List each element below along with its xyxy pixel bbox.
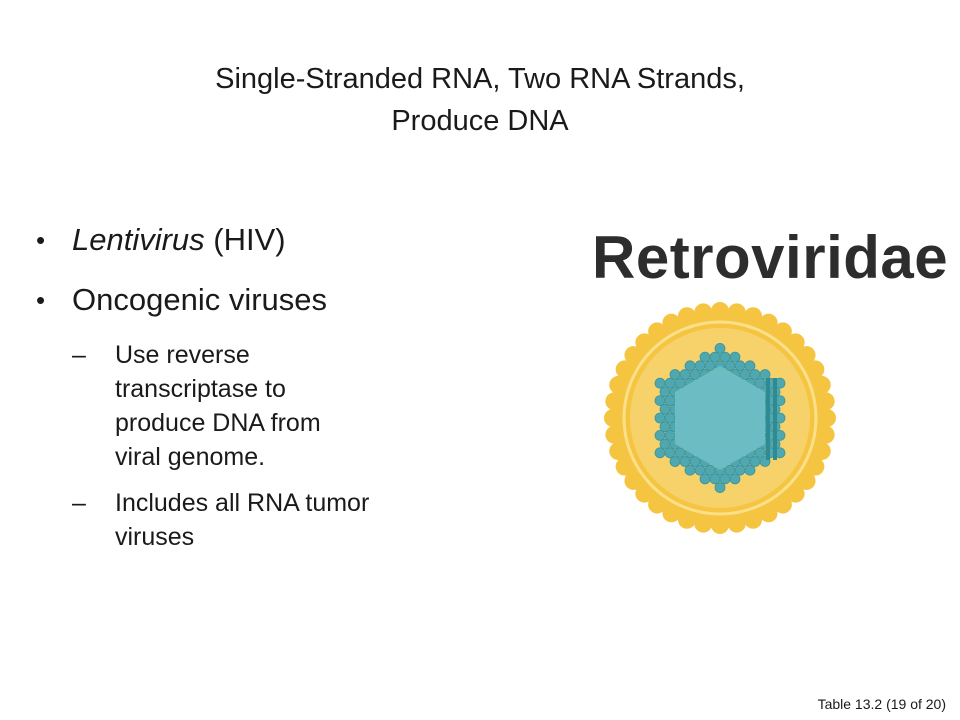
capsid-subunit [664, 395, 676, 406]
capsid-subunit [729, 473, 741, 485]
capsid-subunit [754, 447, 766, 459]
subbullet-line: viruses [115, 523, 195, 551]
envelope-ring [622, 320, 818, 516]
genome-strand-1 [766, 378, 770, 460]
subbullet-rna-tumor: – Includes all RNA tumor viruses [36, 486, 496, 554]
capsid-subunit [669, 369, 681, 380]
bullet-list: • Lentivirus (HIV) • Oncogenic viruses –… [36, 218, 496, 566]
capsid-subunit [664, 412, 676, 424]
capsid-subunit [744, 464, 756, 476]
capsid-subunit [684, 464, 696, 476]
genus-name: Lentivirus [72, 222, 205, 257]
subbullet-line: produce DNA from [115, 409, 321, 437]
capsid-subunit [654, 429, 666, 441]
capsid-subunit [664, 377, 676, 389]
family-label: Retroviridae [592, 224, 949, 291]
title-line-1: Single-Stranded RNA, Two RNA Strands, [215, 63, 745, 95]
capsid-subunit [689, 456, 701, 467]
capsid-subunit [739, 369, 751, 380]
capsid-subunit [699, 473, 711, 485]
bullet-dot: • [36, 225, 46, 255]
capsid-subunit [739, 456, 751, 467]
capsid-subunit [659, 421, 671, 433]
capsid-subunit [664, 429, 676, 441]
bullet-text: (HIV) [204, 222, 286, 257]
capsid-core [675, 366, 765, 470]
capsid-subunit [749, 369, 761, 380]
footer-caption: Table 13.2 (19 of 20) [817, 696, 946, 712]
capsid-subunit [654, 447, 666, 459]
capsid-subunit [654, 395, 666, 406]
capsid-subunit [699, 351, 711, 363]
bullet-oncogenic: • Oncogenic viruses [36, 278, 496, 322]
subbullet-line: viral genome. [115, 443, 266, 471]
capsid-subunit [659, 386, 671, 398]
capsid-subunit [704, 464, 716, 476]
capsid-subunit [664, 447, 676, 459]
subbullet-dash: – [72, 341, 86, 369]
capsid-subunit [709, 351, 721, 363]
retrovirus-icon [604, 302, 836, 534]
capsid-subunit [674, 377, 686, 389]
capsid-subunit [719, 473, 731, 485]
capsid-subunit [734, 464, 746, 476]
capsid-subunit [729, 351, 741, 363]
capsid-subunit [684, 360, 696, 372]
capsid-subunit [674, 447, 686, 459]
capsid-subunit [659, 438, 671, 450]
capsid-subunit [689, 369, 701, 380]
bullet-dot: • [36, 285, 46, 315]
capsid-subunit [754, 377, 766, 389]
capsid-subunit [679, 369, 691, 380]
capsid-subunit [669, 456, 681, 467]
bullet-text: Oncogenic viruses [72, 282, 328, 317]
capsid-subunit [679, 456, 691, 467]
subbullet-line: Use reverse [115, 341, 250, 369]
capsid-subunit [724, 464, 736, 476]
capsid-subunit [759, 369, 771, 380]
capsid-subunit [749, 456, 761, 467]
subbullet-dash: – [72, 489, 86, 517]
capsid-subunit [719, 351, 731, 363]
capsid-subunit [714, 343, 726, 354]
capsid-subunit [744, 360, 756, 372]
capsid-subunit [694, 360, 706, 372]
title-line-2: Produce DNA [391, 105, 569, 137]
subbullet-line: Includes all RNA tumor [115, 489, 370, 517]
subbullet-reverse-transcriptase: – Use reverse transcriptase to produce D… [36, 338, 496, 474]
capsid-subunit [734, 360, 746, 372]
slide-title: Single-Stranded RNA, Two RNA Strands, Pr… [120, 58, 840, 142]
capsid-subunit [694, 464, 706, 476]
capsid-subunit [724, 360, 736, 372]
capsid-subunit [659, 403, 671, 415]
genome-strand-2 [773, 378, 777, 460]
capsid-subunit [709, 473, 721, 485]
subbullet-line: transcriptase to [115, 375, 286, 403]
capsid-subunit [714, 482, 726, 494]
bullet-lentivirus: • Lentivirus (HIV) [36, 218, 496, 262]
capsid-subunit [654, 412, 666, 424]
capsid-subunit [704, 360, 716, 372]
capsid-subunit [654, 377, 666, 389]
